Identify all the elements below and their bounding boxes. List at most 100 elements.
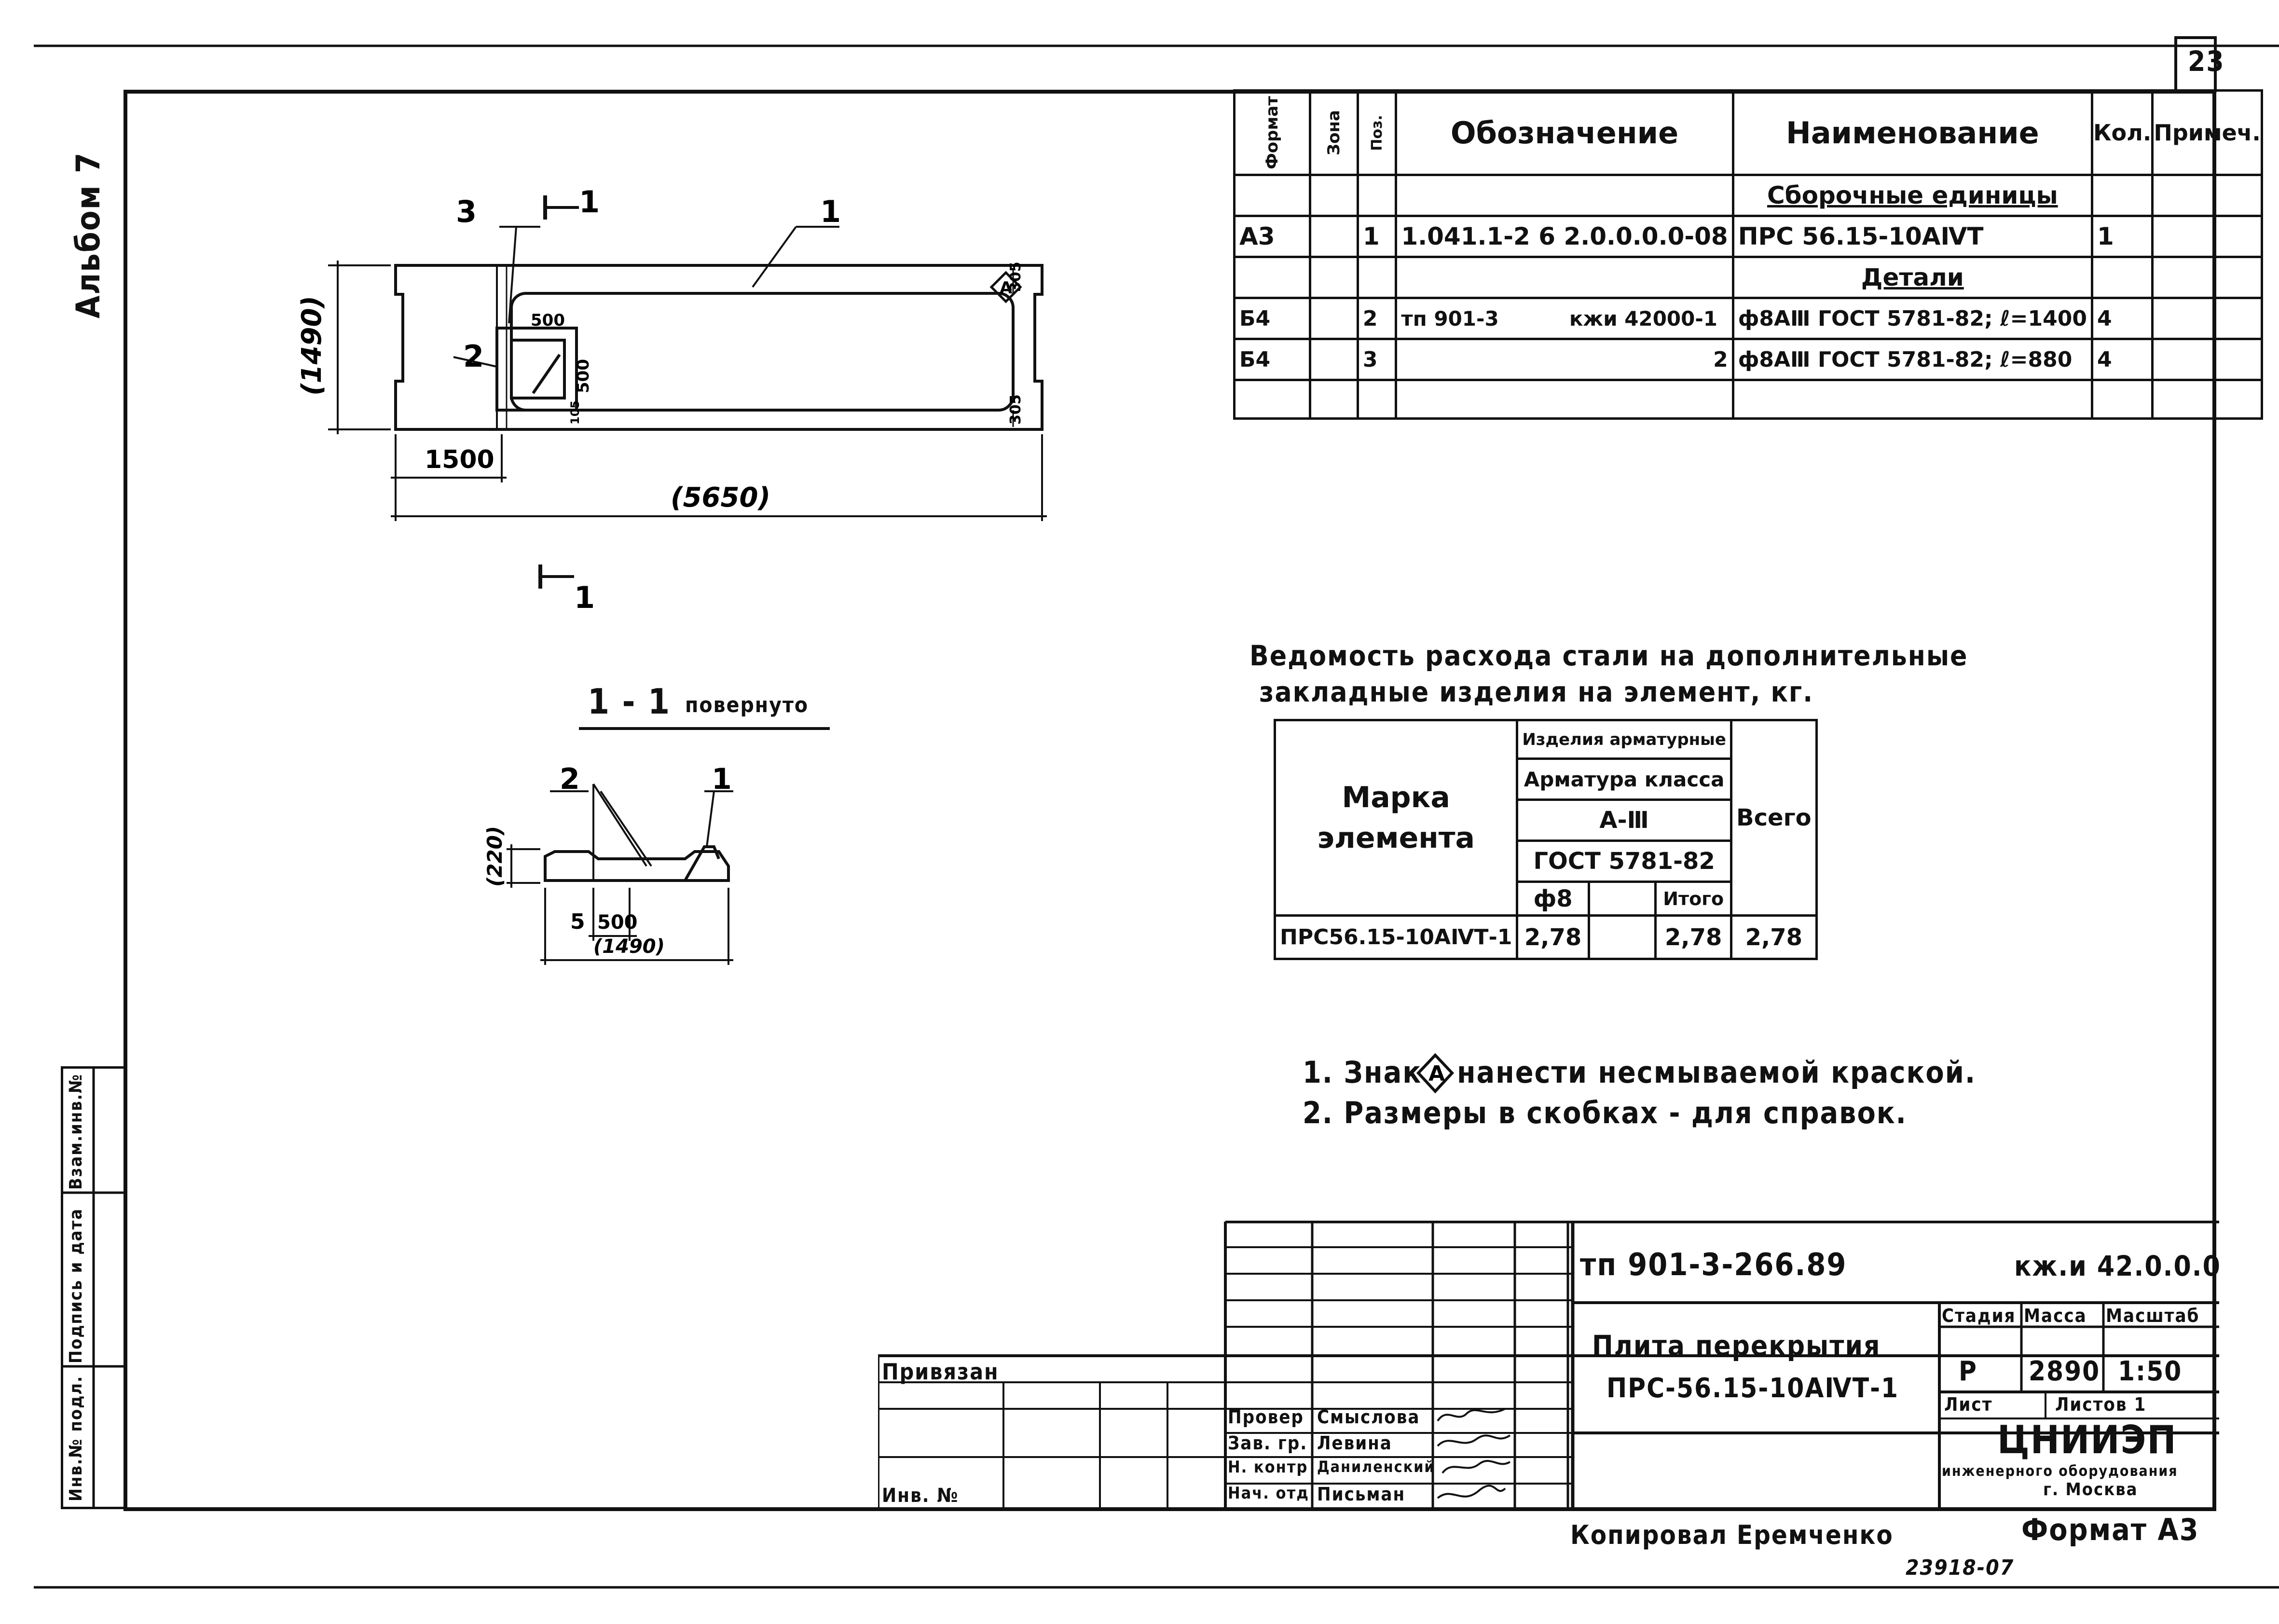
section-view: 2 1 (220) 5 500 (1490) (483, 762, 733, 965)
drawing-title-2: ПРС-56.15-10АⅣТ-1 (1606, 1373, 1899, 1404)
sheet-number: 23 (2188, 45, 2225, 78)
cell-note (2151, 297, 2263, 340)
section-dim-height: (220) (483, 826, 507, 887)
note-2: 2. Размеры в скобках - для справок. (1303, 1095, 1907, 1130)
col-total: Всего (1730, 719, 1818, 917)
section-subtitle: повернуто (685, 693, 809, 717)
section-dim-total: (1490) (593, 936, 665, 958)
mark-symbol-a: А (1000, 278, 1013, 298)
org-line-3: г. Москва (2043, 1480, 2138, 1500)
cell-format: А3 (1233, 215, 1311, 258)
role-1: Провер (1228, 1406, 1304, 1428)
org-name: ЦНИИЭП (1997, 1418, 2177, 1462)
cell-name: ф8АⅢ ГОСТ 5781-82; ℓ=880 (1731, 338, 2093, 381)
section-dim-500: 500 (597, 911, 638, 934)
hdr-mass: Масса (2024, 1305, 2087, 1326)
note-mark-symbol: А (1416, 1053, 1455, 1094)
cell-designation: 1.041.1-2 6 2.0.0.0.0-08 (1395, 215, 1734, 258)
col-class: А-Ⅲ (1516, 798, 1732, 842)
role-2: Зав. гр. (1228, 1432, 1308, 1454)
cell-designation: тп 901-3 кжи 42000-1 (1395, 297, 1734, 340)
section-callout-1: 1 (712, 762, 732, 796)
col-mark: Марка элемента (1273, 719, 1519, 917)
title-block-grid (878, 1221, 2219, 1510)
cell-subtotal: 2,78 (1654, 914, 1732, 960)
cell-empty (1587, 914, 1657, 960)
dim-edge-top: 305 (1007, 261, 1024, 292)
drawing-title-1: Плита перекрытия (1592, 1329, 1881, 1362)
specification-table: Формат Зона Поз. Обозначение Наименовани… (1233, 89, 2263, 420)
hdr-sheets: Листов 1 (2055, 1394, 2147, 1415)
val-mass: 2890 (2029, 1356, 2101, 1387)
section-title-underline (579, 727, 830, 730)
hdr-sheet: Лист (1944, 1394, 1993, 1415)
col-gost: ГОСТ 5781-82 (1516, 840, 1732, 883)
section-title: 1 - 1 (588, 681, 671, 722)
spec-section-row: Детали (1233, 256, 2263, 299)
col-subtotal: Итого (1654, 881, 1732, 917)
cell-pos: 1 (1356, 215, 1398, 258)
role-4: Нач. отд (1228, 1484, 1309, 1503)
dim-part-width: 1500 (425, 445, 494, 474)
table-row: А3 1 1.041.1-2 6 2.0.0.0.0-08 ПРС 56.15-… (1233, 215, 2263, 258)
inv-label: Инв. № (882, 1485, 959, 1507)
cell-pos: 3 (1356, 338, 1398, 381)
dim-opening-h: 500 (574, 359, 593, 393)
section-mark-bottom: 1 (574, 580, 595, 615)
table-row: ПРС56.15-10АⅣТ-1 2,78 2,78 2,78 (1273, 914, 1818, 960)
role-3: Н. контр (1228, 1458, 1308, 1477)
note-1-prefix: 1. Знак (1303, 1055, 1422, 1090)
cell-note (2151, 215, 2263, 258)
hdr-scale: Масштаб (2106, 1305, 2200, 1326)
hdr-stage: Стадия (1942, 1305, 2016, 1326)
cell-total: 2,78 (1730, 914, 1818, 960)
table-row (1233, 379, 2263, 420)
bound-label: Привязан (882, 1359, 999, 1385)
cell-format: Б4 (1233, 338, 1311, 381)
org-line-2: инженерного оборудования (1942, 1463, 2178, 1480)
sheet-format: Формат А3 (2021, 1512, 2199, 1547)
spec-section-row: Сборочные единицы (1233, 174, 2263, 217)
cell-zone (1308, 215, 1359, 258)
col-zone: Зона (1324, 110, 1344, 155)
section-mark-top: 1 (579, 184, 600, 220)
section-callout-2: 2 (560, 762, 580, 796)
person-2: Левина (1317, 1432, 1392, 1454)
note-mark-letter: А (1428, 1061, 1445, 1086)
steel-table-title-1: Ведомость расхода стали на дополнительны… (1249, 639, 1968, 672)
person-4: Письман (1317, 1484, 1406, 1505)
table-row: Б4 3 2 ф8АⅢ ГОСТ 5781-82; ℓ=880 4 (1233, 338, 2263, 381)
section-dim-offset: 5 (570, 909, 585, 934)
steel-table: Марка элемента Изделия арматурные Всего … (1273, 719, 1818, 960)
section-details: Детали (1731, 256, 2093, 299)
note-1-text: нанести несмываемой краской. (1457, 1055, 1977, 1090)
val-stage: Р (1959, 1356, 1977, 1387)
callout-1: 1 (820, 194, 841, 229)
side-stamp (61, 1066, 126, 1509)
cell-qty: 1 (2090, 215, 2154, 258)
cell-zone (1308, 297, 1359, 340)
section-assembly: Сборочные единицы (1731, 174, 2093, 217)
cell-name: ПРС 56.15-10АⅣТ (1731, 215, 2093, 258)
signatures (1437, 1408, 1511, 1499)
col-note: Примеч. (2151, 89, 2263, 176)
dim-small: 105 (568, 400, 582, 425)
cell-zone (1308, 338, 1359, 381)
doc-code: тп 901-3-266.89 (1580, 1247, 1847, 1283)
cell-format: Б4 (1233, 297, 1311, 340)
col-name: Наименование (1731, 89, 2093, 176)
dim-opening-w: 500 (531, 311, 565, 330)
steel-table-title-2: закладные изделия на элемент, кг. (1259, 675, 1814, 708)
cell-qty: 4 (2090, 338, 2154, 381)
val-scale: 1:50 (2118, 1356, 2183, 1387)
stamp-signature-date: Подпись и дата (66, 1208, 86, 1363)
callout-2: 2 (463, 339, 484, 374)
album-label: Альбом 7 (69, 151, 108, 318)
plan-view: А 3 1 2 1 1 1500 (5650) (1490) 305 305 5… (296, 184, 1047, 615)
inventory-stamp: 23918-07 (1906, 1555, 2015, 1580)
col-qty: Кол. (2090, 89, 2154, 176)
col-products: Изделия арматурные (1516, 719, 1732, 760)
person-1: Смыслова (1317, 1406, 1420, 1428)
col-rebar-class: Арматура класса (1516, 757, 1732, 801)
